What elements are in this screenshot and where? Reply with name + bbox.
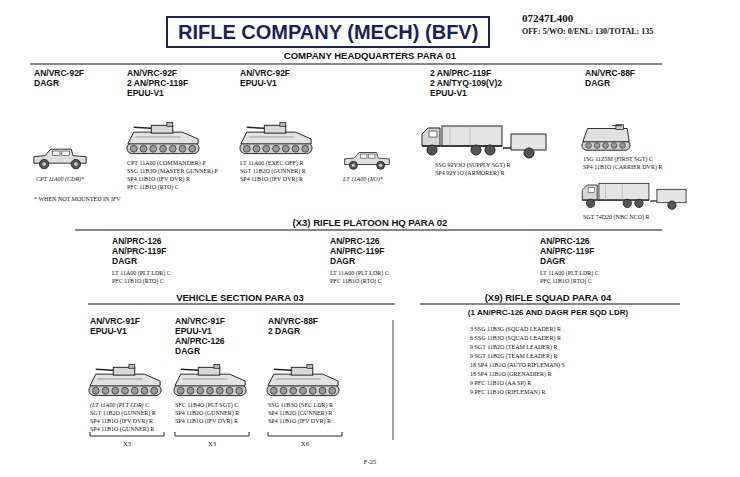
- personnel-entry: SP4 11B2O (GUNNER) R: [268, 410, 332, 416]
- equipment-item: AN/VRC-91F: [90, 316, 140, 326]
- equipment-item: EPUU-V1: [127, 88, 164, 98]
- personnel-entry: SFC 11B4O (PLT SGT) C: [175, 402, 238, 408]
- personnel-entry: * WHEN NOT MOUNTED IN IFV: [34, 196, 121, 202]
- multiplier-label: X3: [208, 440, 216, 447]
- equipment-item: EPUU-V1: [240, 78, 277, 88]
- personnel-entry: SP4 11B2O (GUNNER) R: [175, 410, 239, 416]
- section-heading: (X9) RIFLE SQUAD PARA 04: [485, 292, 612, 303]
- equipment-item: DAGR: [585, 78, 610, 88]
- equipment-item: DAGR: [540, 256, 565, 266]
- personnel-entry: SP4 11B1O (CARRIER DVR) R: [583, 164, 662, 170]
- personnel-entry: 9 SGT 11B2O (TEAM LEADER) R: [470, 344, 558, 350]
- personnel-entry: 18 SP4 11B1O (AUTO RIFLEMAN) S: [470, 362, 565, 368]
- personnel-entry: SGT 11B2O (GUNNER) R: [90, 410, 156, 416]
- personnel-entry: LT 11A00 (XO)*: [343, 176, 383, 182]
- personnel-entry: 1SG 11Z5M (FIRST SGT) C: [583, 156, 653, 162]
- equipment-item: AN/PRC-126: [112, 236, 162, 246]
- personnel-entry: (LT 11A00 (PLT LDR) C: [90, 402, 149, 408]
- equipment-item: AN/PRC-126: [175, 336, 225, 346]
- personnel-entry: SP4 11B1O (GUNNER) R: [90, 426, 154, 432]
- personnel-entry: PFC 11B1O (RTO) C: [127, 184, 179, 190]
- equipment-item: DAGR: [112, 256, 137, 266]
- equipment-item: AN/VRC-91F: [175, 316, 225, 326]
- personnel-entry: SSG 11B3O (SEC LDR) R: [268, 402, 333, 408]
- section-heading: (X3) RIFLE PLATOON HQ PARA 02: [293, 217, 448, 228]
- personnel-entry: SGT 11B2O (GUNNER) R: [240, 168, 306, 174]
- multiplier-label: X3: [123, 440, 131, 447]
- personnel-entry: SP4 11B1O (IFV DVR) R: [268, 418, 331, 424]
- personnel-entry: PFC 11B1O (RTO) C: [540, 278, 592, 284]
- equipment-item: AN/PRC-119F: [330, 246, 384, 256]
- multiplier-label: F-25: [364, 458, 376, 465]
- equipment-item: AN/VRC-88F: [585, 68, 635, 78]
- section-heading: COMPANY HEADQUARTERS PARA 01: [284, 50, 456, 61]
- equipment-item: 2 AN/PRC-119F: [127, 78, 188, 88]
- personnel-entry: SGT 74D20 (NBC NCO) R: [583, 214, 650, 220]
- personnel-entry: SP4 92Y1O (ARMORER) R: [435, 170, 505, 176]
- equipment-item: AN/VRC-92F: [240, 68, 290, 78]
- equipment-item: DAGR: [330, 256, 355, 266]
- document-number: 07247L400: [522, 12, 573, 24]
- equipment-item: DAGR: [34, 78, 59, 88]
- equipment-item: AN/PRC-119F: [540, 246, 594, 256]
- personnel-entry: 9 SGT 11B2G (TEAM LEADER) R: [470, 353, 558, 359]
- equipment-item: AN/VRC-92F: [127, 68, 177, 78]
- personnel-entry: 3 SSG 11B3G (SQUAD LEADER) R: [470, 326, 561, 332]
- equipment-item: 2 DAGR: [268, 326, 300, 336]
- equipment-item: 2 AN/TYQ-109(V)2: [430, 78, 502, 88]
- equipment-item: AN/PRC-119F: [112, 246, 166, 256]
- equipment-item: DAGR: [175, 346, 200, 356]
- section-heading: VEHICLE SECTION PARA 03: [176, 292, 304, 303]
- personnel-entry: CPT 11A00 (COMMANDER) P: [127, 160, 206, 166]
- equipment-item: EPUU-V1: [175, 326, 212, 336]
- personnel-entry: PFC 11B1O (RTO) C: [112, 278, 164, 284]
- personnel-entry: SSG 11B3O (MASTER GUNNER) P: [127, 168, 218, 174]
- equipment-item: 2 AN/PRC-119F: [430, 68, 491, 78]
- personnel-entry: LT 11A00 (PLT LDR) C: [540, 270, 599, 276]
- personnel-entry: LT 11A00 (EXEC OFF) R: [240, 160, 303, 166]
- personnel-entry: LT 11A00 (PLT LDR) C: [330, 270, 389, 276]
- equipment-item: AN/VRC-88F: [268, 316, 318, 326]
- personnel-entry: PFC 11B1O (RTO) C: [330, 278, 382, 284]
- personnel-entry: 6 SSG 11B3O (SQUAD LEADER) R: [470, 335, 561, 341]
- section-note: (1 AN/PRC-126 AND DAGR PER SQD LDR): [468, 308, 628, 317]
- personnel-entry: 9 PFC 11B1O (AA SP) R: [470, 380, 531, 386]
- equipment-item: AN/PRC-126: [540, 236, 590, 246]
- multiplier-label: X6: [301, 440, 309, 447]
- personnel-entry: LT 11A00 (PLT LDR) C: [112, 270, 171, 276]
- personnel-entry: SP4 11B1O (IFV DVR) R: [90, 418, 153, 424]
- personnel-entry: 9 PFC 11B1O (RIFLEMAN) R: [470, 389, 545, 395]
- personnel-entry: SP4 11B1O (IFV DVR) R: [175, 418, 238, 424]
- strength-summary: OFF: 5/WO: 0/ENL: 130/TOTAL: 135: [522, 27, 653, 36]
- personnel-entry: SSG 92Y3O (SUPPLY SGT) R: [435, 162, 511, 168]
- equipment-item: EPUU-V1: [90, 326, 127, 336]
- personnel-entry: CPT 11A00 (CDR)*: [36, 176, 84, 182]
- equipment-item: AN/PRC-126: [330, 236, 380, 246]
- equipment-item: AN/VRC-92F: [34, 68, 84, 78]
- title-box: RIFLE COMPANY (MECH) (BFV): [166, 16, 490, 48]
- personnel-entry: 18 SP4 11B1O (GRENADIER) R: [470, 371, 551, 377]
- personnel-entry: SP4 11B1O (IFV DVR) R: [240, 176, 303, 182]
- equipment-item: EPUU-V1: [430, 88, 467, 98]
- personnel-entry: SP4 11B1O (IFV DVR) R: [127, 176, 190, 182]
